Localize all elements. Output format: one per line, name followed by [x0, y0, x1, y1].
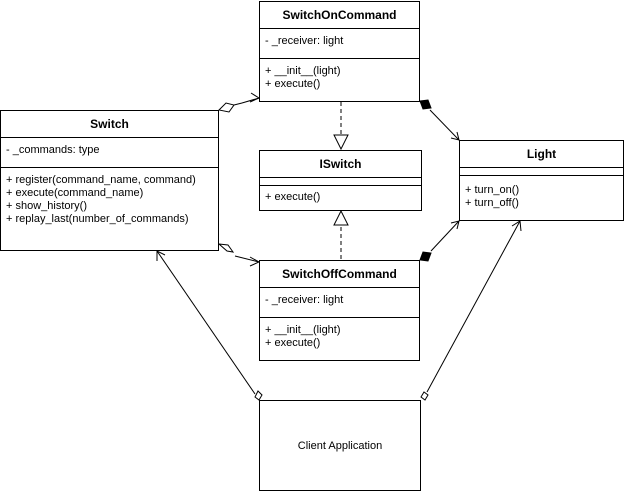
composition-switchoff-to-light: [419, 220, 460, 262]
attributes-empty: [260, 178, 421, 186]
class-name: SwitchOnCommand: [260, 2, 419, 29]
class-name: ISwitch: [260, 151, 421, 178]
class-name: Switch: [1, 111, 218, 138]
client-application-box[interactable]: Client Application: [259, 400, 421, 491]
operation-init: + __init__(light): [265, 324, 341, 336]
composition-switchon-to-light: [419, 99, 460, 141]
client-application-label: Client Application: [297, 439, 383, 452]
attribute-receiver: - _receiver: light: [260, 29, 419, 59]
operations-list: + register(command_name, command) + exec…: [1, 168, 218, 226]
operation-execute: + execute(): [265, 78, 321, 90]
operations-list: + turn_on() + turn_off(): [460, 176, 623, 210]
association-client-to-light: [420, 220, 522, 401]
realization-switchoff-to-iswitch: [333, 209, 349, 259]
operation-init: + __init__(light): [265, 65, 341, 77]
realization-switchon-to-iswitch: [333, 102, 349, 151]
class-name: Light: [460, 141, 623, 168]
class-iswitch[interactable]: ISwitch + execute(): [259, 150, 422, 211]
attributes-empty: [460, 168, 623, 176]
operation-execute: + execute(): [265, 337, 321, 349]
operation-register: + register(command_name, command): [6, 174, 196, 186]
operations-list: + execute(): [260, 186, 421, 204]
association-client-to-switch: [156, 250, 263, 401]
operation-turn-off: + turn_off(): [465, 197, 519, 209]
operation-replay-last: + replay_last(number_of_commands): [6, 213, 189, 225]
attribute-receiver: - _receiver: light: [260, 288, 419, 318]
operations-list: + __init__(light) + execute(): [260, 59, 419, 91]
operations-list: + __init__(light) + execute(): [260, 318, 419, 350]
operation-turn-on: + turn_on(): [465, 184, 520, 196]
class-switchoncommand[interactable]: SwitchOnCommand - _receiver: light + __i…: [259, 1, 420, 102]
class-switch[interactable]: Switch - _commands: type + register(comm…: [0, 110, 219, 251]
attribute-commands: - _commands: type: [1, 138, 218, 168]
aggregation-switch-to-switchoff: [217, 243, 261, 267]
aggregation-switch-to-switchon: [217, 92, 261, 113]
operation-execute: + execute(): [265, 191, 321, 203]
class-switchoffcommand[interactable]: SwitchOffCommand - _receiver: light + __…: [259, 260, 420, 361]
operation-execute: + execute(command_name): [6, 187, 144, 199]
class-light[interactable]: Light + turn_on() + turn_off(): [459, 140, 624, 221]
operation-show-history: + show_history(): [6, 200, 88, 212]
class-name: SwitchOffCommand: [260, 261, 419, 288]
